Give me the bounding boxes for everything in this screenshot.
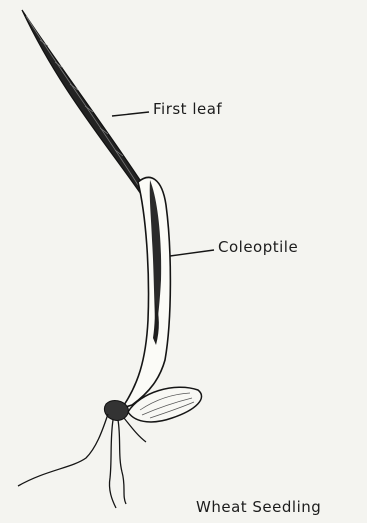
root-center-1 [109,420,116,508]
first-leaf-leader [112,112,149,116]
coleoptile-leader [170,250,214,256]
seedling-crown [104,401,128,421]
coleoptile-label: Coleoptile [218,240,298,255]
figure-caption: Wheat Seedling [196,500,321,515]
root-left [18,414,108,486]
first-leaf-label: First leaf [153,102,222,117]
coleoptile-sheath [122,177,170,408]
root-center-2 [118,420,126,504]
first-leaf-vein [26,16,138,185]
